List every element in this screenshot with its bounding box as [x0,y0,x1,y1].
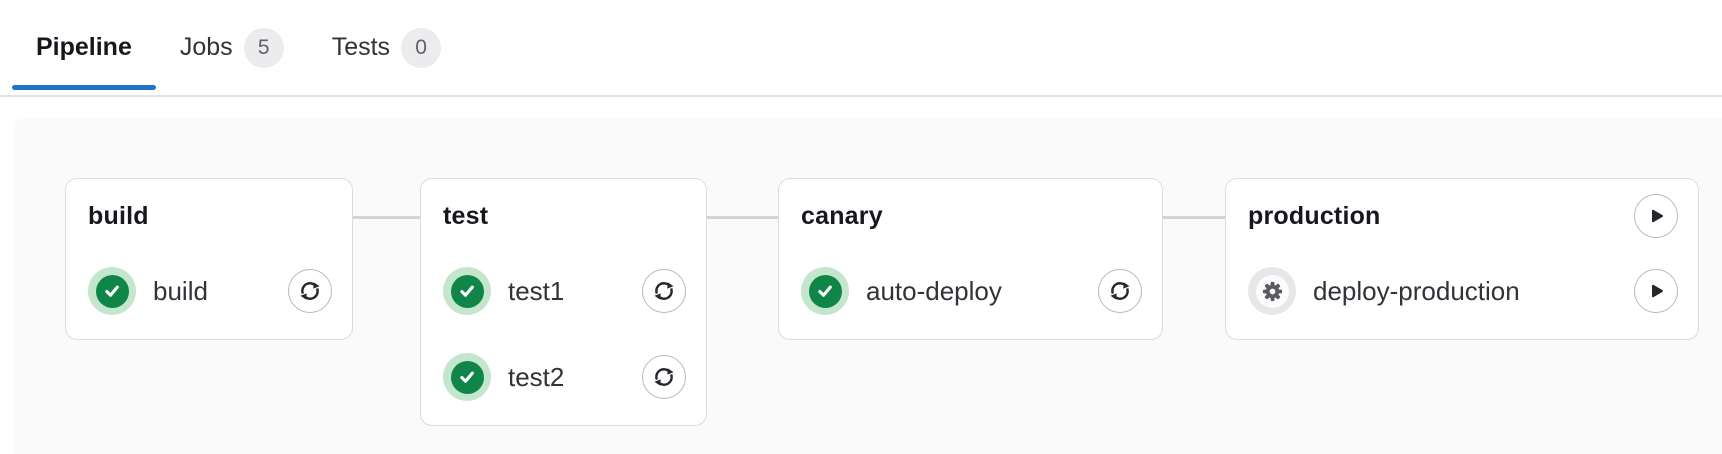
stage-title: build [88,201,149,230]
job-row: deploy-production [1248,267,1678,315]
stage-card-build: build build [65,178,353,340]
play-job-button[interactable] [1634,269,1678,313]
status-success-icon [88,267,136,315]
status-success-icon [443,353,491,401]
job-link-test2[interactable]: test2 [443,353,626,401]
check-icon [818,285,832,297]
play-icon [1652,209,1663,223]
job-name: test2 [508,361,565,392]
stage-card-canary: canary auto-deploy [778,178,1163,340]
job-link-auto-deploy[interactable]: auto-deploy [801,267,1082,315]
job-link-build[interactable]: build [88,267,272,315]
check-icon [460,285,474,297]
stage-title: production [1248,201,1381,230]
job-row: build [88,267,332,315]
check-icon [460,371,474,383]
stage-title: canary [801,201,883,230]
stage-connector [353,216,420,219]
stage-title: test [443,201,489,230]
active-tab-indicator [12,85,156,90]
job-name: build [153,275,208,306]
retry-job-button[interactable] [642,269,686,313]
stage-connector [1163,216,1225,219]
jobs-count-badge: 5 [243,27,284,68]
check-icon [105,285,119,297]
job-name: test1 [508,275,565,306]
tab-tests[interactable]: Tests 0 [308,0,465,95]
tab-pipeline-label: Pipeline [36,33,132,61]
tab-jobs-label: Jobs [179,33,233,61]
tests-count-badge: 0 [401,27,442,68]
stage-card-test: test test1 [420,178,707,426]
job-row: test2 [443,353,686,401]
tab-jobs[interactable]: Jobs 5 [156,0,308,95]
job-link-test1[interactable]: test1 [443,267,626,315]
status-manual-icon [1248,267,1296,315]
retry-icon [1110,282,1130,300]
job-row: test1 [443,267,686,315]
status-success-icon [443,267,491,315]
gear-icon [1262,281,1282,301]
stage-connector [707,216,778,219]
retry-icon [654,282,674,300]
play-icon [1652,284,1663,298]
retry-job-button[interactable] [642,355,686,399]
tab-tests-label: Tests [331,33,391,61]
pipeline-tabs: Pipeline Jobs 5 Tests 0 [0,0,1722,97]
job-link-deploy-production[interactable]: deploy-production [1248,267,1618,315]
retry-job-button[interactable] [1098,269,1142,313]
retry-icon [300,282,320,300]
status-success-icon [801,267,849,315]
job-name: deploy-production [1313,275,1520,306]
tab-pipeline[interactable]: Pipeline [12,0,156,95]
job-row: auto-deploy [801,267,1142,315]
stage-card-production: production [1225,178,1699,340]
pipeline-graph-panel: build build [14,118,1722,454]
retry-icon [654,368,674,386]
retry-job-button[interactable] [288,269,332,313]
play-stage-button[interactable] [1634,194,1678,238]
job-name: auto-deploy [866,275,1002,306]
